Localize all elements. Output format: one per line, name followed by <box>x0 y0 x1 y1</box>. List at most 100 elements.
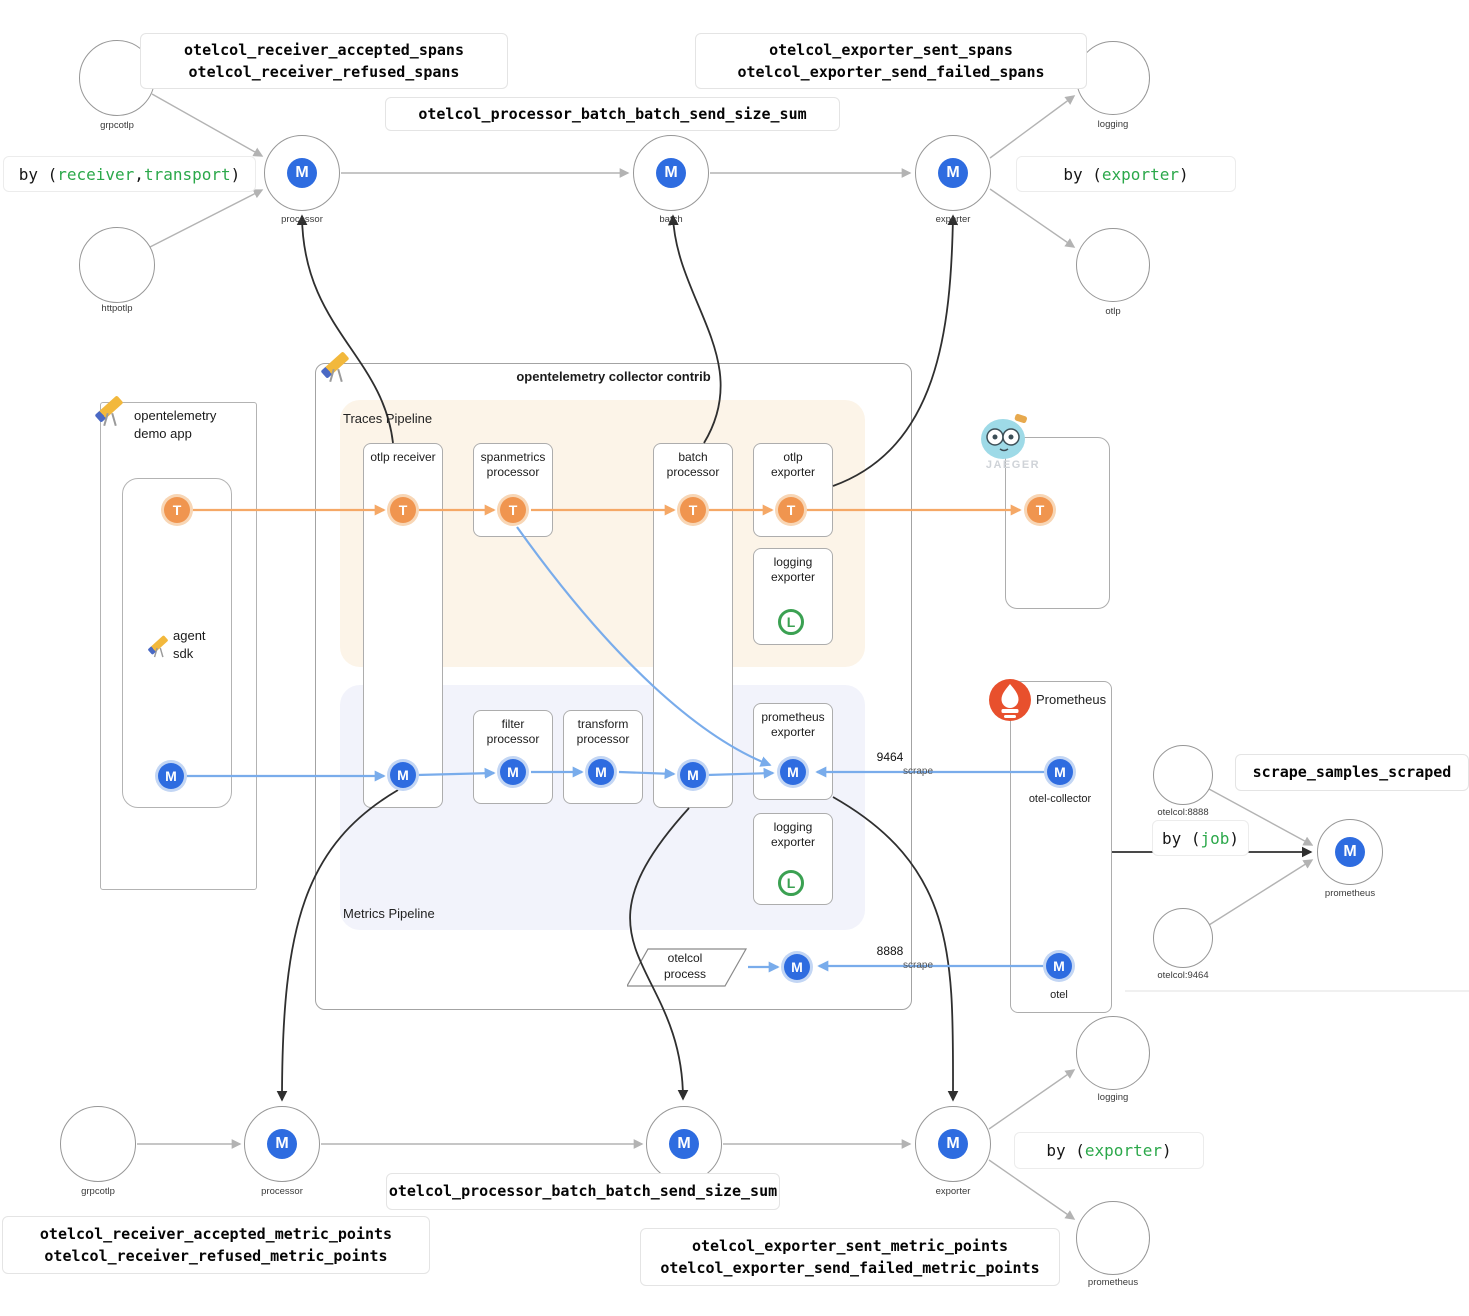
prometheus-exporter-label-1: prometheus <box>761 710 825 724</box>
by-exporter-bottom-label: by (exporter) <box>1014 1132 1204 1169</box>
otel-label: otel <box>1050 989 1068 1001</box>
logging-exporter-m-label-1: logging <box>773 820 813 834</box>
metrics-pipeline-label: Metrics Pipeline <box>343 906 435 921</box>
edge-batchprocessor-to-top-batch <box>667 214 722 444</box>
transform-label-1: transform <box>577 717 629 731</box>
bottom-logging-label: logging <box>1097 1092 1129 1103</box>
edge-otelcol8888-to-prometheus-node <box>1208 788 1314 846</box>
bottom-processor-metric-label: otelcol_processor_batch_batch_send_size_… <box>386 1173 780 1210</box>
metric-badge: M <box>780 759 806 785</box>
top-exporter-node: M <box>915 135 991 211</box>
metric-badge: M <box>158 763 184 789</box>
traces-pipeline-label: Traces Pipeline <box>343 411 433 426</box>
edge-metric-batch-to-promexporter <box>706 767 775 779</box>
bottom-receiver-metrics-label: otelcol_receiver_accepted_metric_points … <box>2 1216 430 1274</box>
filter-label-1: filter <box>501 717 525 731</box>
otelcol-8888-circle <box>1153 745 1213 805</box>
edge-batchprocessor-to-bottom-batch <box>629 807 690 1101</box>
edge-otlpreceiver-to-top-processor <box>296 214 394 444</box>
edge-metric-transform-to-batch <box>618 768 676 780</box>
metric-badge: M <box>390 762 416 788</box>
demo-app-title: opentelemetry demo app <box>134 408 217 441</box>
metric-badge: M <box>656 158 686 188</box>
transform-label-2: processor <box>576 732 630 746</box>
bottom-exporter-metrics-label: otelcol_exporter_sent_metric_points otel… <box>640 1228 1060 1286</box>
trace-badge: T <box>680 497 706 523</box>
edge-grpcotlp-to-processor-top <box>151 93 264 157</box>
trace-badge: T <box>1027 497 1053 523</box>
top-batch-node: M <box>633 135 709 211</box>
metric-badge: M <box>784 954 810 980</box>
agent-sdk-label: agent sdk <box>173 628 206 661</box>
log-badge: L <box>778 609 804 635</box>
metric-badge: M <box>267 1129 297 1159</box>
prometheus-scrape-node: M <box>1317 819 1383 885</box>
edge-metric-receiver-to-filter <box>416 767 496 779</box>
jaeger-box <box>1005 437 1110 609</box>
metric-badge: M <box>680 762 706 788</box>
bottom-logging-circle <box>1076 1016 1150 1090</box>
scrape-verb: scrape <box>902 766 933 777</box>
top-exporter-metrics-label: otelcol_exporter_sent_spans otelcol_expo… <box>695 33 1087 89</box>
bottom-batch-node: M <box>646 1106 722 1182</box>
logging-exporter-label-2: exporter <box>770 570 816 584</box>
otelcol-9464-label: otelcol:9464 <box>1157 970 1209 981</box>
collector-title: opentelemetry collector contrib <box>516 369 711 384</box>
prometheus-exporter-label-2: exporter <box>770 725 816 739</box>
bottom-prometheus-label: prometheus <box>1087 1277 1139 1288</box>
otel-collector-label: otel-collector <box>1028 793 1092 805</box>
batch-label-1: batch <box>678 450 708 464</box>
filter-label-2: processor <box>486 732 540 746</box>
by-exporter-top-label: by (exporter) <box>1016 156 1236 192</box>
logging-exporter-label-1: logging <box>773 555 813 569</box>
prometheus-box-title: Prometheus <box>1036 692 1107 707</box>
otlp-receiver-label: otlp receiver <box>370 450 436 464</box>
trace-badge: T <box>778 497 804 523</box>
metric-badge: M <box>669 1129 699 1159</box>
bottom-grpcotlp-circle <box>60 1106 136 1182</box>
otelcol-process-shape <box>627 948 748 987</box>
otelcol-9464-circle <box>1153 908 1213 968</box>
agent-sdk-box <box>122 478 232 808</box>
jaeger-logo <box>981 413 1027 459</box>
top-otlp-label: otlp <box>1105 306 1121 317</box>
by-job-label: by (job) <box>1152 820 1249 856</box>
metric-badge: M <box>1046 953 1072 979</box>
bottom-exporter-label: exporter <box>935 1186 971 1197</box>
scrape-verb: scrape <box>902 960 933 971</box>
otlp-exporter-label-2: exporter <box>770 465 816 479</box>
top-logging-label: logging <box>1097 119 1129 130</box>
otelcol-process-label: otelcol process <box>663 951 707 981</box>
batch-label-2: processor <box>666 465 720 479</box>
top-grpcotlp-label: grpcotlp <box>100 120 134 131</box>
otelcol-8888-label: otelcol:8888 <box>1157 807 1209 818</box>
top-httpotlp-circle <box>79 227 155 303</box>
edge-exporter-to-logging-bottom <box>988 1069 1076 1130</box>
trace-badge: T <box>164 497 190 523</box>
bottom-processor-node: M <box>244 1106 320 1182</box>
jaeger-wordmark: JAEGER <box>985 459 1041 471</box>
metric-badge: M <box>938 158 968 188</box>
log-badge: L <box>778 870 804 896</box>
telescope-icon <box>92 392 126 427</box>
scrape-port-9464: 9464 <box>876 750 904 764</box>
metric-badge: M <box>938 1129 968 1159</box>
metric-badge: M <box>1047 759 1073 785</box>
collector-box <box>315 363 912 1010</box>
edge-spanmetrics-to-metrics-pipeline <box>516 526 772 767</box>
top-processor-label: processor <box>281 214 323 225</box>
spanmetrics-label-2: processor <box>486 465 540 479</box>
metric-badge: M <box>588 759 614 785</box>
top-receiver-metrics-label: otelcol_receiver_accepted_spans otelcol_… <box>140 33 508 89</box>
top-batch-label: batch <box>659 214 683 225</box>
bottom-prometheus-circle <box>1076 1201 1150 1275</box>
prometheus-scrape-node-label: prometheus <box>1324 888 1376 899</box>
spanmetrics-label-1: spanmetrics <box>480 450 546 464</box>
edge-exporter-to-logging-top <box>989 95 1076 159</box>
top-otlp-circle <box>1076 228 1150 302</box>
metric-badge: M <box>1335 837 1365 867</box>
